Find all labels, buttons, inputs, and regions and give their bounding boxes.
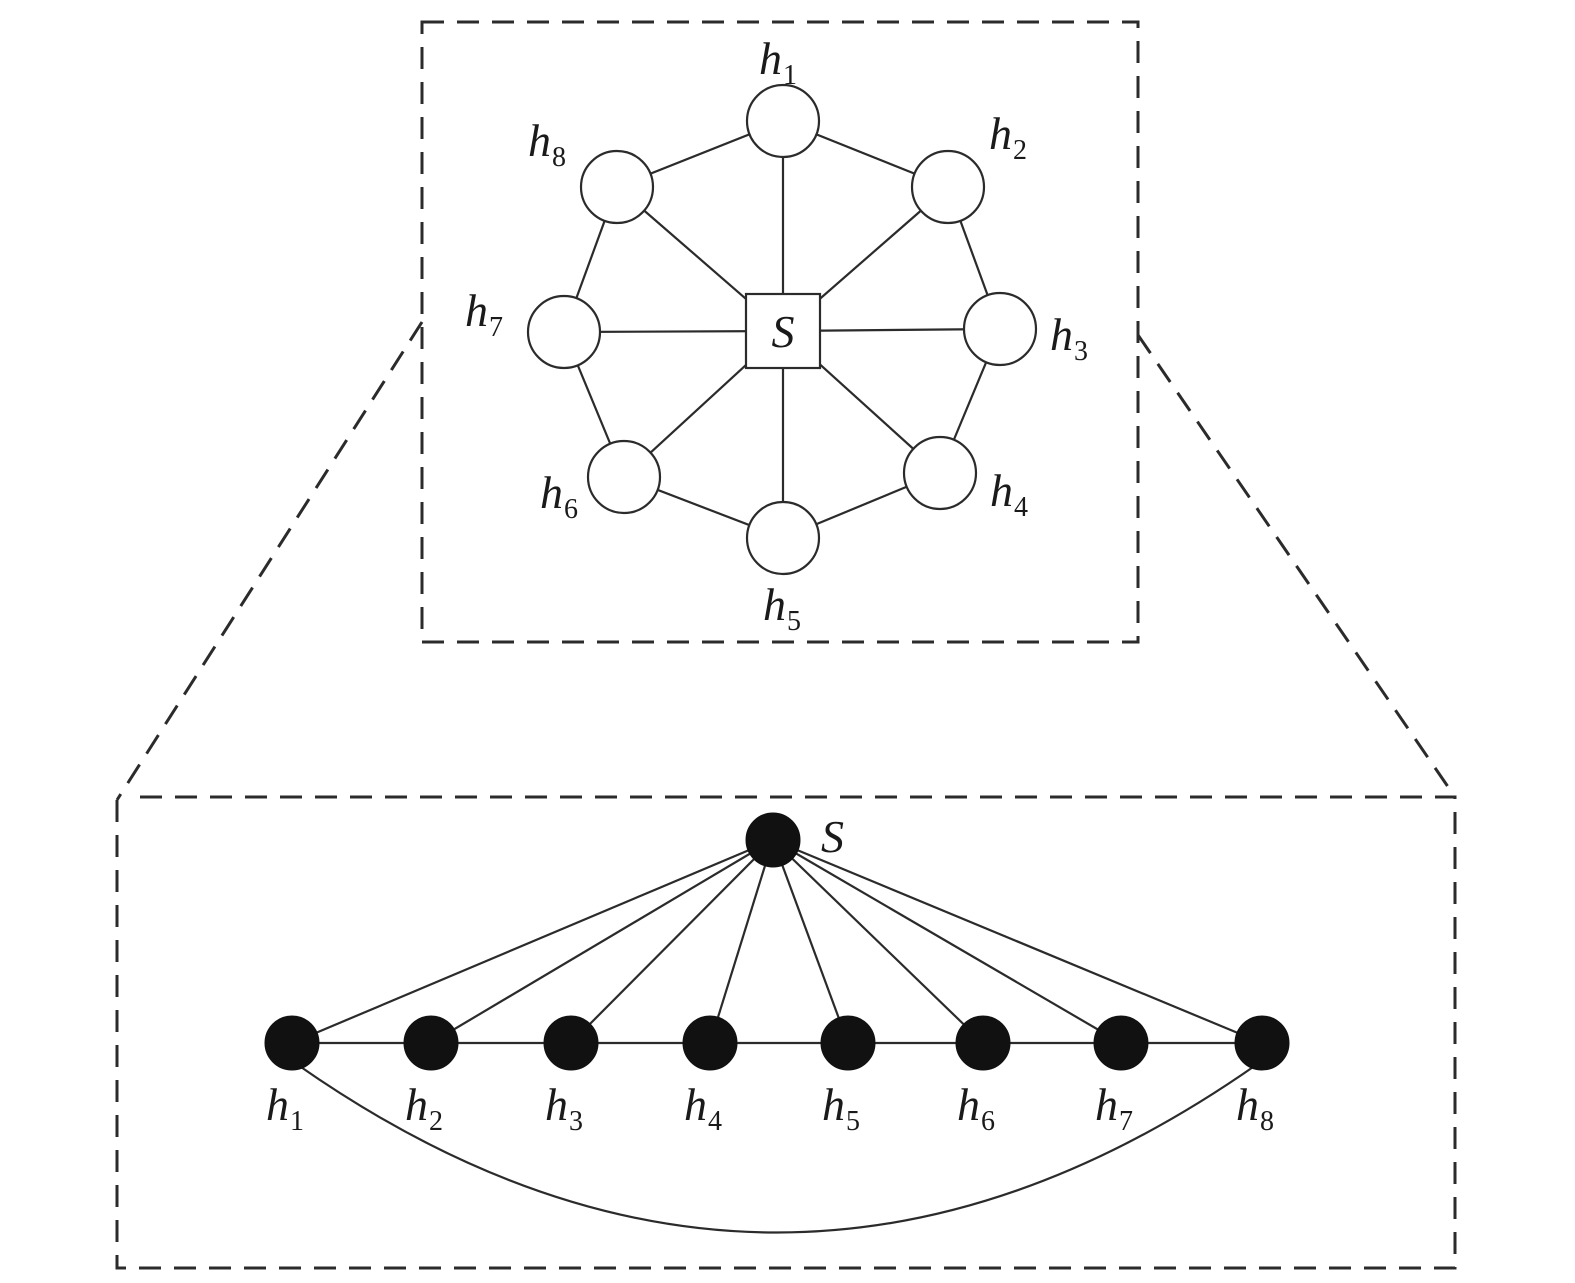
bottom-edge-S-h7 bbox=[772, 839, 1122, 1044]
bottom-edge-S-h2 bbox=[430, 839, 774, 1044]
top-node-label-h5: h5 bbox=[763, 579, 801, 637]
top-node-h6 bbox=[586, 439, 662, 515]
top-node-h5 bbox=[745, 500, 821, 576]
bottom-node-label-h8: h8 bbox=[1236, 1079, 1274, 1137]
top-node-h4 bbox=[902, 435, 978, 511]
bottom-frame bbox=[115, 795, 1457, 1270]
top-node-h7 bbox=[526, 294, 602, 370]
top-center-label: S bbox=[772, 306, 795, 357]
bottom-node-h8 bbox=[1234, 1015, 1290, 1071]
bottom-edge-S-h8 bbox=[772, 838, 1263, 1045]
bottom-node-h6 bbox=[955, 1015, 1011, 1071]
top-node-h1 bbox=[745, 83, 821, 159]
bottom-node-label-h5: h5 bbox=[822, 1079, 860, 1137]
bottom-node-label-h4: h4 bbox=[684, 1079, 722, 1137]
bottom-node-label-h7: h7 bbox=[1095, 1079, 1133, 1137]
top-node-label-h2: h2 bbox=[989, 108, 1027, 166]
bottom-node-h1 bbox=[264, 1015, 320, 1071]
top-node-label-h4: h4 bbox=[990, 465, 1028, 523]
top-center-node-S bbox=[744, 292, 822, 370]
bottom-node-h2 bbox=[403, 1015, 459, 1071]
bottom-node-label-h1: h1 bbox=[266, 1079, 304, 1137]
top-node-h8 bbox=[579, 149, 655, 225]
projection-line-right bbox=[1136, 334, 1457, 798]
bottom-edge-S-h6 bbox=[772, 839, 984, 1044]
bottom-node-label-h6: h6 bbox=[957, 1079, 995, 1137]
top-node-h3 bbox=[962, 291, 1038, 367]
bottom-edge-S-h4 bbox=[708, 839, 775, 1044]
bottom-node-h3 bbox=[543, 1015, 599, 1071]
top-node-label-h1: h1 bbox=[759, 33, 797, 91]
bottom-edge-S-h3 bbox=[570, 839, 774, 1044]
bottom-edge-S-h5 bbox=[771, 839, 850, 1044]
bottom-arc-edge-h1-h8 bbox=[297, 1064, 1257, 1234]
bottom-hub-label: S bbox=[821, 811, 844, 862]
bottom-node-h7 bbox=[1093, 1015, 1149, 1071]
top-node-label-h3: h3 bbox=[1050, 309, 1088, 367]
bottom-node-h4 bbox=[682, 1015, 738, 1071]
bottom-edge-S-h1 bbox=[291, 838, 774, 1045]
top-node-label-h6: h6 bbox=[540, 467, 578, 525]
top-frame bbox=[420, 20, 1140, 644]
top-graph-nodes: h1 h2 h3 h4 h5 h6 h7 h8S bbox=[465, 33, 1088, 637]
bottom-node-label-h2: h2 bbox=[405, 1079, 443, 1137]
top-node-h2 bbox=[910, 149, 986, 225]
top-node-label-h8: h8 bbox=[528, 115, 566, 173]
bottom-hub-node-S bbox=[745, 812, 801, 868]
top-node-label-h7: h7 bbox=[465, 285, 503, 343]
bottom-node-h5 bbox=[820, 1015, 876, 1071]
bottom-graph-nodes: h1 h2 h3 h4 h5 h6 h7 h8 S bbox=[264, 811, 1290, 1137]
bottom-node-label-h3: h3 bbox=[545, 1079, 583, 1137]
projection-line-left bbox=[115, 321, 424, 801]
